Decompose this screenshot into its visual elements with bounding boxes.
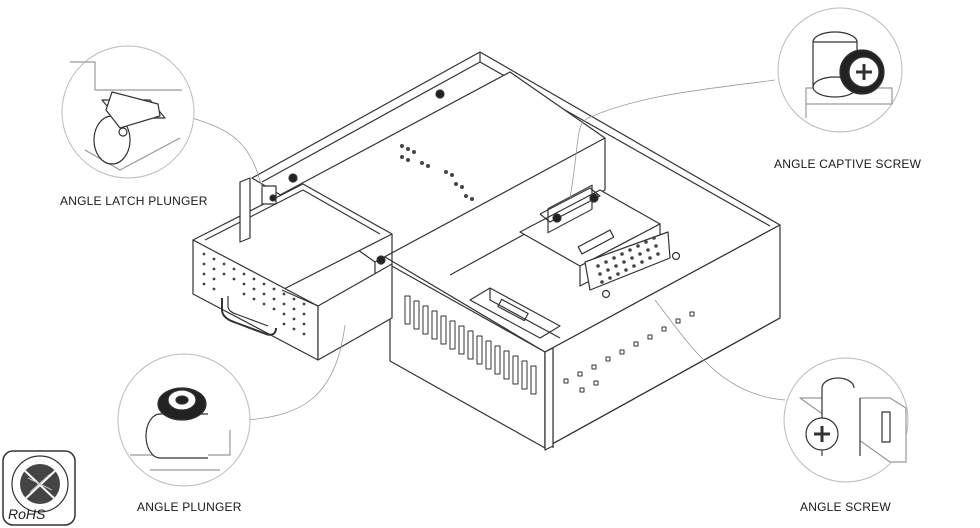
drawer	[192, 183, 393, 361]
internal-bracket	[519, 184, 681, 299]
label-angle-screw: ANGLE SCREW	[800, 500, 891, 514]
detail-screw	[783, 357, 909, 483]
detail-captive-screw	[777, 7, 903, 133]
leader-lines	[191, 79, 786, 421]
rohs-badge-text: RoHS	[8, 506, 46, 522]
side-holes	[563, 311, 695, 393]
front-flange	[544, 347, 554, 451]
front-vents	[404, 295, 537, 395]
knurled-screws	[269, 89, 599, 265]
label-angle-latch-plunger: ANGLE LATCH PLUNGER	[60, 194, 208, 208]
rohs-logo-icon	[2, 450, 76, 526]
detail-plunger	[117, 353, 251, 487]
detail-latch-plunger	[61, 45, 195, 179]
inner-tray	[469, 287, 561, 339]
label-angle-plunger: ANGLE PLUNGER	[137, 500, 242, 514]
label-angle-captive-screw: ANGLE CAPTIVE SCREW	[774, 157, 922, 171]
